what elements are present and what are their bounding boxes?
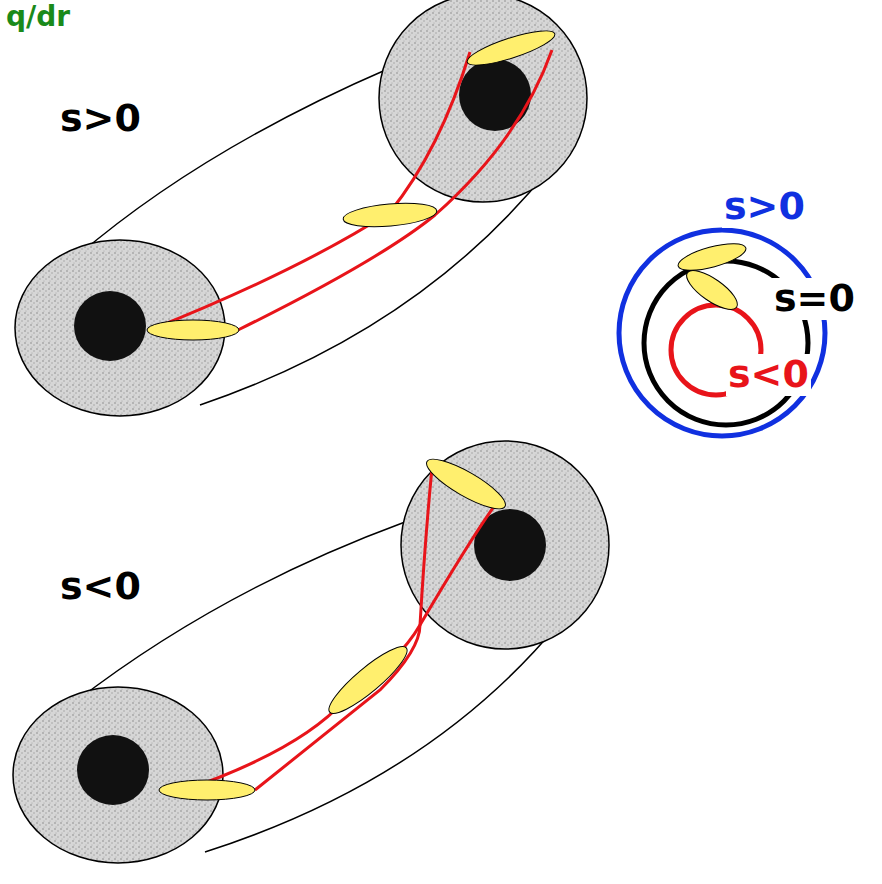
shear-label: s>0	[722, 186, 807, 228]
shear-label: s>0	[58, 98, 143, 140]
shear-circles	[619, 230, 825, 436]
shear-label: s<0	[58, 566, 143, 608]
top-flux-tube	[15, 0, 587, 416]
shear-label: s=0	[772, 278, 857, 320]
axis-label: q/dr	[4, 2, 72, 33]
shear-label: s<0	[726, 354, 811, 396]
bottom-flux-tube	[13, 441, 609, 863]
